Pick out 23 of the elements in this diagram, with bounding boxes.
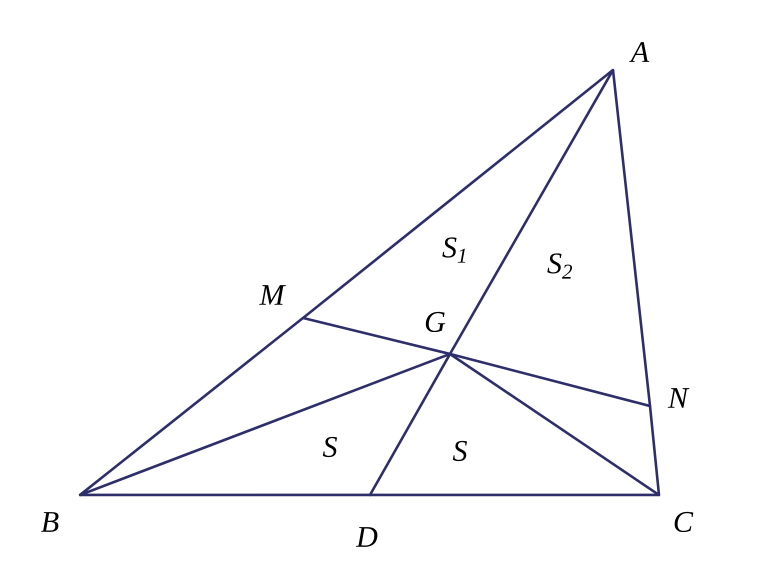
line-segment xyxy=(448,352,652,408)
line-segment xyxy=(448,352,660,496)
line-segment xyxy=(302,316,452,356)
area-label: S$_{2}$ xyxy=(547,253,572,279)
point-label: A xyxy=(629,42,650,62)
point-label: M xyxy=(259,285,286,305)
line-segment xyxy=(368,494,660,496)
line-segment xyxy=(648,404,660,496)
point-label: C xyxy=(674,512,694,532)
point-label: B xyxy=(41,512,59,532)
line-segment xyxy=(78,352,452,496)
line-segment xyxy=(368,352,452,496)
area-label: S xyxy=(452,440,468,462)
line-segment xyxy=(78,316,304,496)
point-label: D xyxy=(356,527,378,547)
area-label: S xyxy=(322,436,338,458)
line-segment xyxy=(612,68,652,408)
point-label: G xyxy=(426,312,446,332)
area-label: S$_{1}$ xyxy=(442,237,466,263)
line-segment xyxy=(448,68,614,356)
line-segment xyxy=(78,494,372,496)
point-label: N xyxy=(668,388,690,408)
line-segment xyxy=(302,68,614,320)
